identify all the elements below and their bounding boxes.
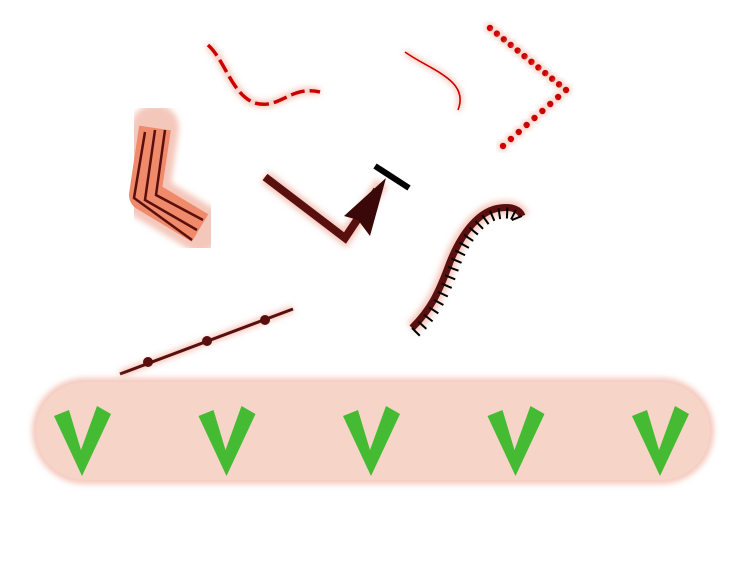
chevron-dot [515, 128, 522, 136]
check-icon [632, 406, 689, 476]
hatch-tick [411, 327, 421, 337]
hatch-tick [423, 313, 434, 323]
hatch-tick [417, 320, 428, 330]
chevron-dot [554, 93, 562, 101]
chevron-dot [562, 86, 570, 94]
check-icon [198, 406, 256, 476]
segment-node [143, 357, 153, 367]
hatch-tick [451, 257, 462, 264]
hatched-curve [406, 200, 529, 337]
chevron-dot [531, 114, 538, 122]
chevron-dot [500, 36, 508, 43]
chevron-dot [542, 69, 549, 77]
arrowhead-icon [344, 178, 386, 236]
chevron-dot [507, 135, 515, 143]
thin-red-stroke [403, 49, 463, 111]
chevron-dot [535, 64, 542, 71]
chevron-dot [528, 58, 535, 66]
chevron-dot [547, 100, 554, 108]
chevron-dot [499, 142, 507, 150]
hatch-tick [497, 208, 502, 220]
chevron-dot [521, 52, 528, 60]
hatch-tick [437, 290, 449, 298]
dotted-chevron [485, 23, 571, 151]
hatch-tick [458, 241, 470, 249]
hatch-tick [428, 306, 439, 315]
hatch-tick [454, 249, 466, 257]
hatch-tick [510, 209, 517, 220]
check-icon [343, 406, 400, 476]
hatch-tick [441, 282, 453, 289]
hatch-tick [474, 220, 484, 230]
hatch-tick [463, 234, 474, 242]
segment-node [202, 336, 212, 346]
hatch-tick [468, 226, 479, 236]
check-icon [487, 406, 545, 476]
hatch-tick [481, 214, 490, 225]
segment-node [260, 315, 270, 325]
dotted-segment [118, 305, 295, 378]
chevron-dot [548, 75, 556, 82]
checkmark-band [32, 378, 714, 484]
striped-l-shape [121, 104, 224, 252]
arrow-path [260, 163, 411, 249]
chevron-dot [486, 24, 494, 32]
arrow-bar [373, 163, 411, 191]
hatch-tick [511, 215, 523, 221]
hatch-tick [489, 210, 496, 222]
hatch-tick [444, 274, 456, 281]
chevron-dot [539, 107, 546, 115]
hatch-tick [505, 207, 509, 219]
chevron-dot [555, 81, 563, 88]
hatch-tick [433, 298, 444, 306]
check-icon [54, 406, 111, 476]
hatch-tick [447, 265, 459, 272]
chevron-dot [493, 30, 501, 37]
chevron-dot [514, 47, 521, 54]
chevron-dot [523, 121, 530, 129]
wavy-red-stroke [205, 42, 321, 108]
chevron-dot [507, 41, 514, 49]
